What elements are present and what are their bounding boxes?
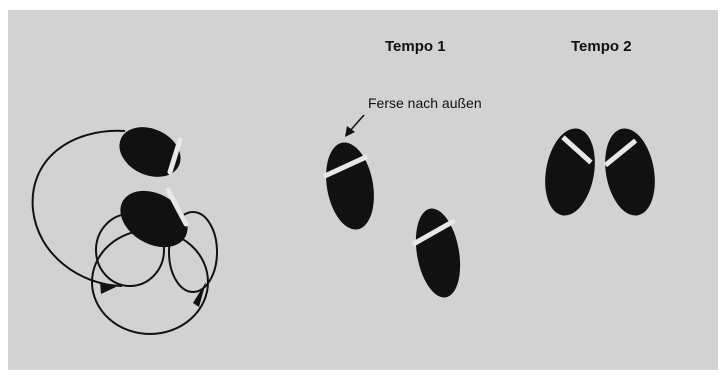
large-loop-arc [33, 131, 125, 286]
motion-arcs [33, 131, 217, 334]
lower-circle [92, 230, 208, 334]
tempo2-foot-right [599, 125, 662, 220]
tempo1-foot-right [408, 205, 468, 301]
annotation-heel-outward: Ferse nach außen [368, 95, 482, 111]
heading-tempo-2: Tempo 2 [571, 38, 632, 55]
annotation-arrow [345, 115, 364, 137]
tempo2-foot-left [539, 125, 602, 220]
tempo1-foot-left [319, 139, 381, 234]
heading-tempo-1: Tempo 1 [385, 38, 446, 55]
